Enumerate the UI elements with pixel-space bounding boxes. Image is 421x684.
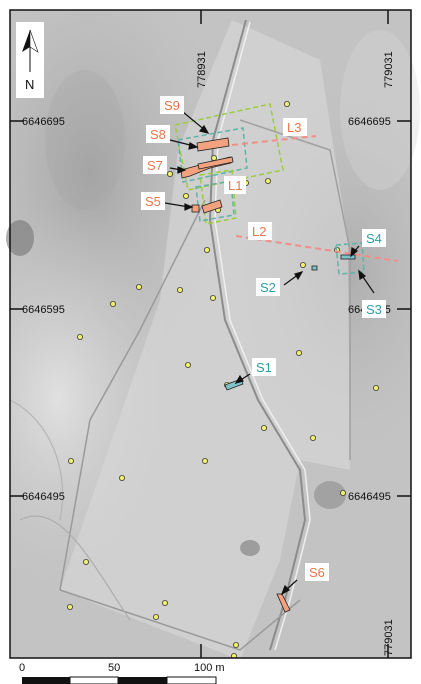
label-box-s8 [146, 125, 170, 143]
north-label: N [25, 77, 34, 92]
label-box-l3 [283, 118, 307, 136]
label-box-s2 [256, 278, 280, 296]
site-label-s1: S1 [256, 360, 272, 375]
site-label-s7: S7 [147, 158, 163, 173]
site-label-s4: S4 [366, 231, 382, 246]
label-box-s5 [141, 192, 165, 210]
site-label-s5: S5 [145, 194, 161, 209]
easting-label-1: 778931 [196, 51, 208, 88]
linear-features [231, 135, 399, 262]
scale-tick-100: 100 m [194, 662, 225, 674]
line-label-l2: L2 [252, 224, 266, 239]
terrain [6, 10, 420, 660]
site-label-s8: S8 [150, 127, 166, 142]
line-label-l1: L1 [228, 178, 242, 193]
map-frame [9, 9, 412, 659]
point-markers [67, 101, 379, 660]
label-box-s7 [143, 156, 167, 174]
site-structures [180, 137, 356, 613]
label-box-s4 [362, 229, 386, 247]
site-label-s6: S6 [309, 565, 325, 580]
easting-label-bottom: 779031 [383, 619, 395, 656]
scale-tick-50: 50 [108, 662, 120, 674]
site-label-s3: S3 [366, 302, 382, 317]
label-box-s1 [252, 358, 276, 376]
label-box-l2 [248, 222, 272, 240]
label-box-s9 [160, 96, 184, 114]
leader-arrows [164, 111, 375, 596]
site-labels: S9 S8 S7 S5 S6 S1 S2 S3 S4 [141, 96, 386, 581]
line-labels: L3 L1 L2 [224, 118, 307, 240]
grid-ticks [10, 10, 411, 658]
northing-label-right-1: 6646695 [348, 116, 391, 128]
label-box-s6 [305, 563, 329, 581]
site-label-s9: S9 [164, 98, 180, 113]
north-arrow: N [16, 22, 44, 98]
northing-label-left-1: 6646695 [22, 116, 65, 128]
site-label-s2: S2 [260, 280, 276, 295]
northing-label-right-3: 6646495 [348, 491, 391, 503]
line-label-l3: L3 [287, 120, 301, 135]
label-box-s3 [362, 300, 386, 318]
northing-label-left-2: 6646595 [22, 304, 65, 316]
label-box-l1 [224, 176, 246, 194]
scale-bar: 0 50 100 m [10, 658, 411, 684]
northing-label-left-3: 6646495 [22, 491, 65, 503]
scale-tick-0: 0 [19, 662, 25, 674]
easting-label-2: 779031 [383, 51, 395, 88]
